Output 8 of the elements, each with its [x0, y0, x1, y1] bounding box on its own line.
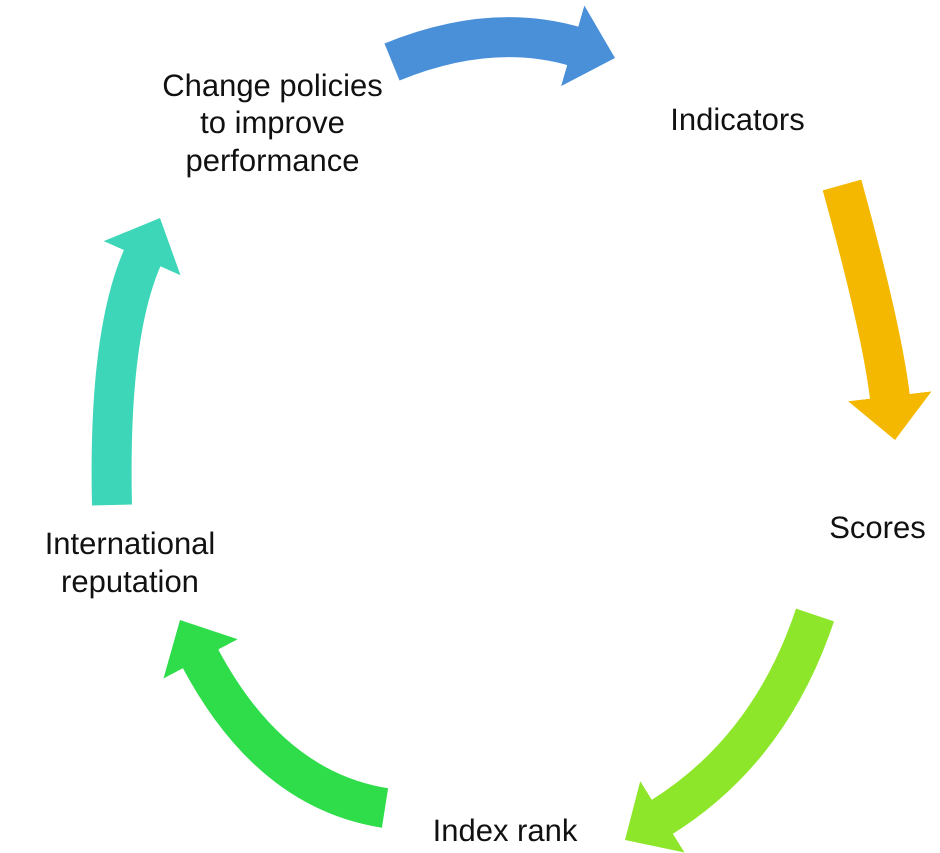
node-label: Index rank	[432, 812, 578, 850]
node-label: Scores	[829, 508, 926, 546]
node-label: International reputation	[44, 525, 216, 600]
node-label: Change policies to improve performance	[161, 67, 384, 179]
curved-arrow	[626, 608, 834, 852]
curved-arrow	[822, 180, 932, 440]
node-label: Indicators	[670, 101, 805, 139]
curved-arrow	[92, 217, 182, 506]
